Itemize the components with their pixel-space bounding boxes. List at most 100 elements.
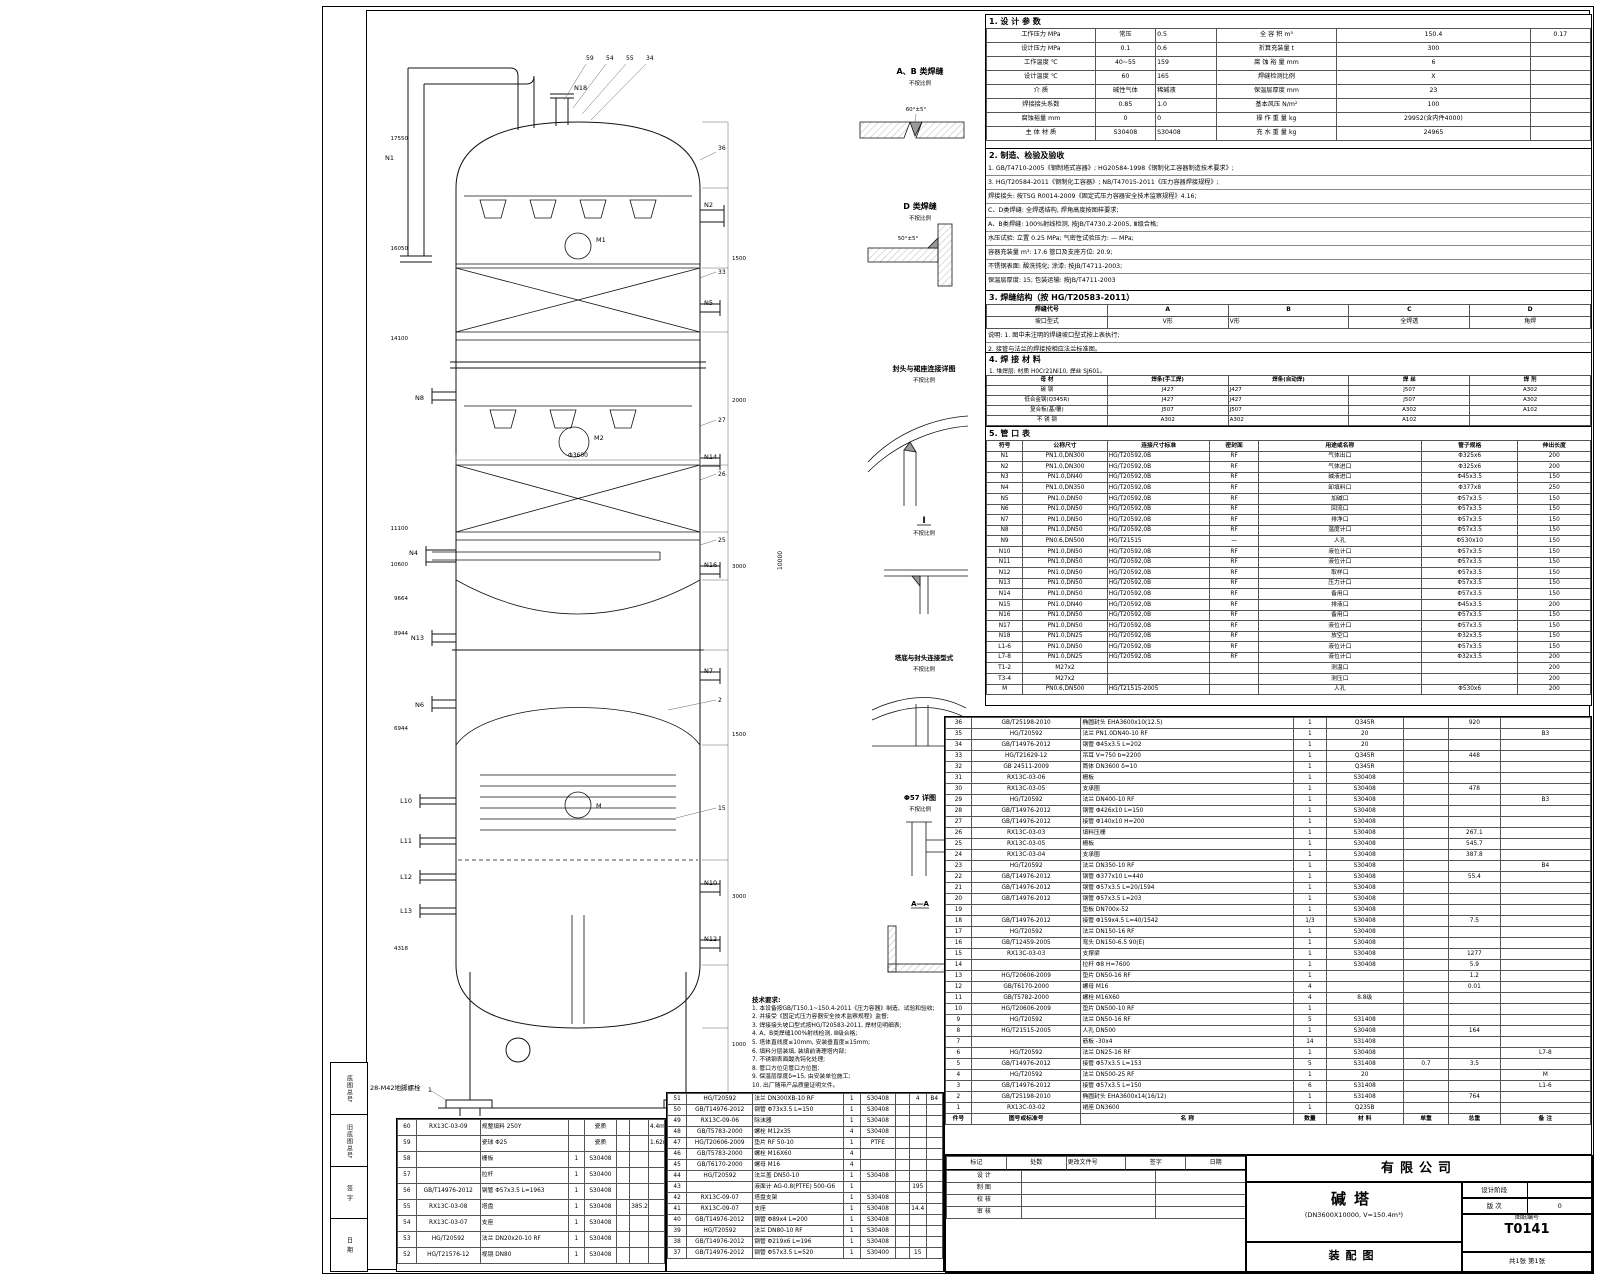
cell: HG/T20592,0B bbox=[1106, 630, 1211, 643]
cell: 稀碱液 bbox=[1155, 84, 1217, 99]
cell: GB/T14976-2012 bbox=[970, 871, 1082, 883]
cell bbox=[1402, 739, 1450, 751]
cell: 栅板 bbox=[1080, 772, 1295, 784]
cell: 5 bbox=[1293, 1014, 1327, 1026]
cell: 排液口 bbox=[1257, 598, 1422, 611]
cell: 33 bbox=[945, 750, 972, 762]
nozzles bbox=[400, 67, 725, 952]
table-row: 母 材焊条(手工焊)焊条(自动焊)焊 丝焊 剂 bbox=[986, 375, 1591, 386]
cell: Ⅴ形 bbox=[1106, 316, 1229, 329]
cell: 1 bbox=[1293, 937, 1327, 949]
signature-table: 设 计制 图校 核审 核 bbox=[946, 1170, 1246, 1219]
cell: 瓷球 Φ25 bbox=[479, 1135, 569, 1152]
cell bbox=[909, 1170, 927, 1182]
cell: Ⅴ形 bbox=[1227, 316, 1350, 329]
detail-title: A、B 类焊缝 bbox=[896, 66, 943, 76]
cell: 38 bbox=[667, 1236, 688, 1248]
cell bbox=[1448, 1003, 1501, 1015]
nozzle-label: L12 bbox=[400, 873, 412, 881]
cell bbox=[647, 1247, 665, 1264]
cell: GB/T14976-2012 bbox=[686, 1247, 754, 1259]
cell bbox=[1020, 1194, 1157, 1207]
cell: RX13C-09-06 bbox=[686, 1115, 754, 1127]
cell: 22 bbox=[945, 871, 972, 883]
cell: S30408 bbox=[1325, 1025, 1404, 1037]
cell: 150 bbox=[1517, 471, 1591, 484]
cell: RX13C-03-09 bbox=[415, 1119, 481, 1136]
cell: 150 bbox=[1517, 609, 1591, 622]
cell: 150 bbox=[1517, 588, 1591, 600]
cell: 焊缝代号 bbox=[986, 304, 1108, 317]
cell bbox=[615, 1247, 631, 1264]
cell: 35 bbox=[945, 728, 972, 740]
cell: S30408 bbox=[1094, 126, 1157, 141]
cell: 48 bbox=[667, 1126, 688, 1138]
cell: 弯头 DN150-6.5 90(E) bbox=[1080, 937, 1295, 949]
cell: S30408 bbox=[1325, 838, 1404, 850]
cell: 1 bbox=[1293, 882, 1327, 894]
cell: 1/3 bbox=[1293, 915, 1327, 927]
cell: Φ57x3.5 bbox=[1420, 503, 1519, 516]
cell: S30400 bbox=[859, 1247, 897, 1259]
cell: PN1.0,DN50 bbox=[1022, 620, 1108, 632]
nts-label: 不按比例 bbox=[913, 376, 936, 384]
cell: 1 bbox=[1293, 1091, 1327, 1103]
cell: RX13C-03-04 bbox=[970, 849, 1082, 861]
dimension: 1500 bbox=[732, 256, 746, 262]
table-row: 校 核 bbox=[946, 1194, 1246, 1207]
cell bbox=[1499, 1091, 1591, 1103]
cell: 29 bbox=[945, 794, 972, 806]
cell: GB/T6170-2000 bbox=[686, 1159, 754, 1171]
cell bbox=[1499, 1036, 1591, 1048]
cell bbox=[1448, 937, 1501, 949]
cell: 钢管 Φ45x3.5 L=202 bbox=[1080, 739, 1295, 751]
text-line: 不锈钢表面: 酸洗钝化; 涂漆: 按JB/T4711-2003; bbox=[986, 260, 1591, 274]
cell bbox=[909, 1236, 927, 1248]
cell: 920 bbox=[1448, 717, 1501, 729]
cell: GB/T12459-2005 bbox=[970, 937, 1082, 949]
nts-label: 不按比例 bbox=[909, 214, 932, 222]
cell bbox=[1448, 805, 1501, 817]
cell: 34 bbox=[945, 739, 972, 751]
cell: 焊条(手工焊) bbox=[1106, 375, 1229, 386]
cell: 备 注 bbox=[1499, 1113, 1591, 1125]
cell: 150 bbox=[1517, 503, 1591, 516]
cell bbox=[647, 1167, 665, 1184]
dimension: 10000 bbox=[777, 551, 784, 570]
part-callout: 27 bbox=[718, 417, 726, 424]
cell: 7 bbox=[945, 1036, 972, 1048]
cell: 1 bbox=[567, 1231, 585, 1248]
cell: RF bbox=[1209, 482, 1259, 494]
cell: L1-6 bbox=[1499, 1080, 1591, 1092]
cell: 764 bbox=[1448, 1091, 1501, 1103]
cell bbox=[1448, 1047, 1501, 1059]
cell: S30408 bbox=[583, 1199, 617, 1216]
cell: Q345R bbox=[1325, 761, 1404, 773]
cell: S30408 bbox=[1325, 783, 1404, 795]
cell: PN1.0,DN300 bbox=[1022, 450, 1108, 463]
cell bbox=[1402, 893, 1450, 905]
cell: 垫片 DN500-10 RF bbox=[1080, 1003, 1295, 1015]
cell: 150 bbox=[1517, 545, 1591, 558]
elevation-label: 14100 bbox=[391, 336, 409, 342]
cell bbox=[1448, 893, 1501, 905]
cell bbox=[925, 1181, 943, 1193]
cell bbox=[1499, 915, 1591, 927]
cell: 工作压力 MPa bbox=[986, 28, 1096, 43]
cell: 4 bbox=[843, 1159, 861, 1171]
margin-label: 底图总号 bbox=[345, 1075, 353, 1103]
cell bbox=[1448, 1036, 1501, 1048]
cell: 24965 bbox=[1336, 126, 1531, 141]
cell: 27 bbox=[945, 816, 972, 828]
cell: 复合板(基/覆) bbox=[986, 405, 1108, 416]
cell: 液位计口 bbox=[1257, 651, 1422, 664]
cell bbox=[1499, 992, 1591, 1004]
cell: 1 bbox=[1293, 1047, 1327, 1059]
cell bbox=[1402, 904, 1450, 916]
cell bbox=[615, 1183, 631, 1200]
cell bbox=[970, 959, 1082, 971]
